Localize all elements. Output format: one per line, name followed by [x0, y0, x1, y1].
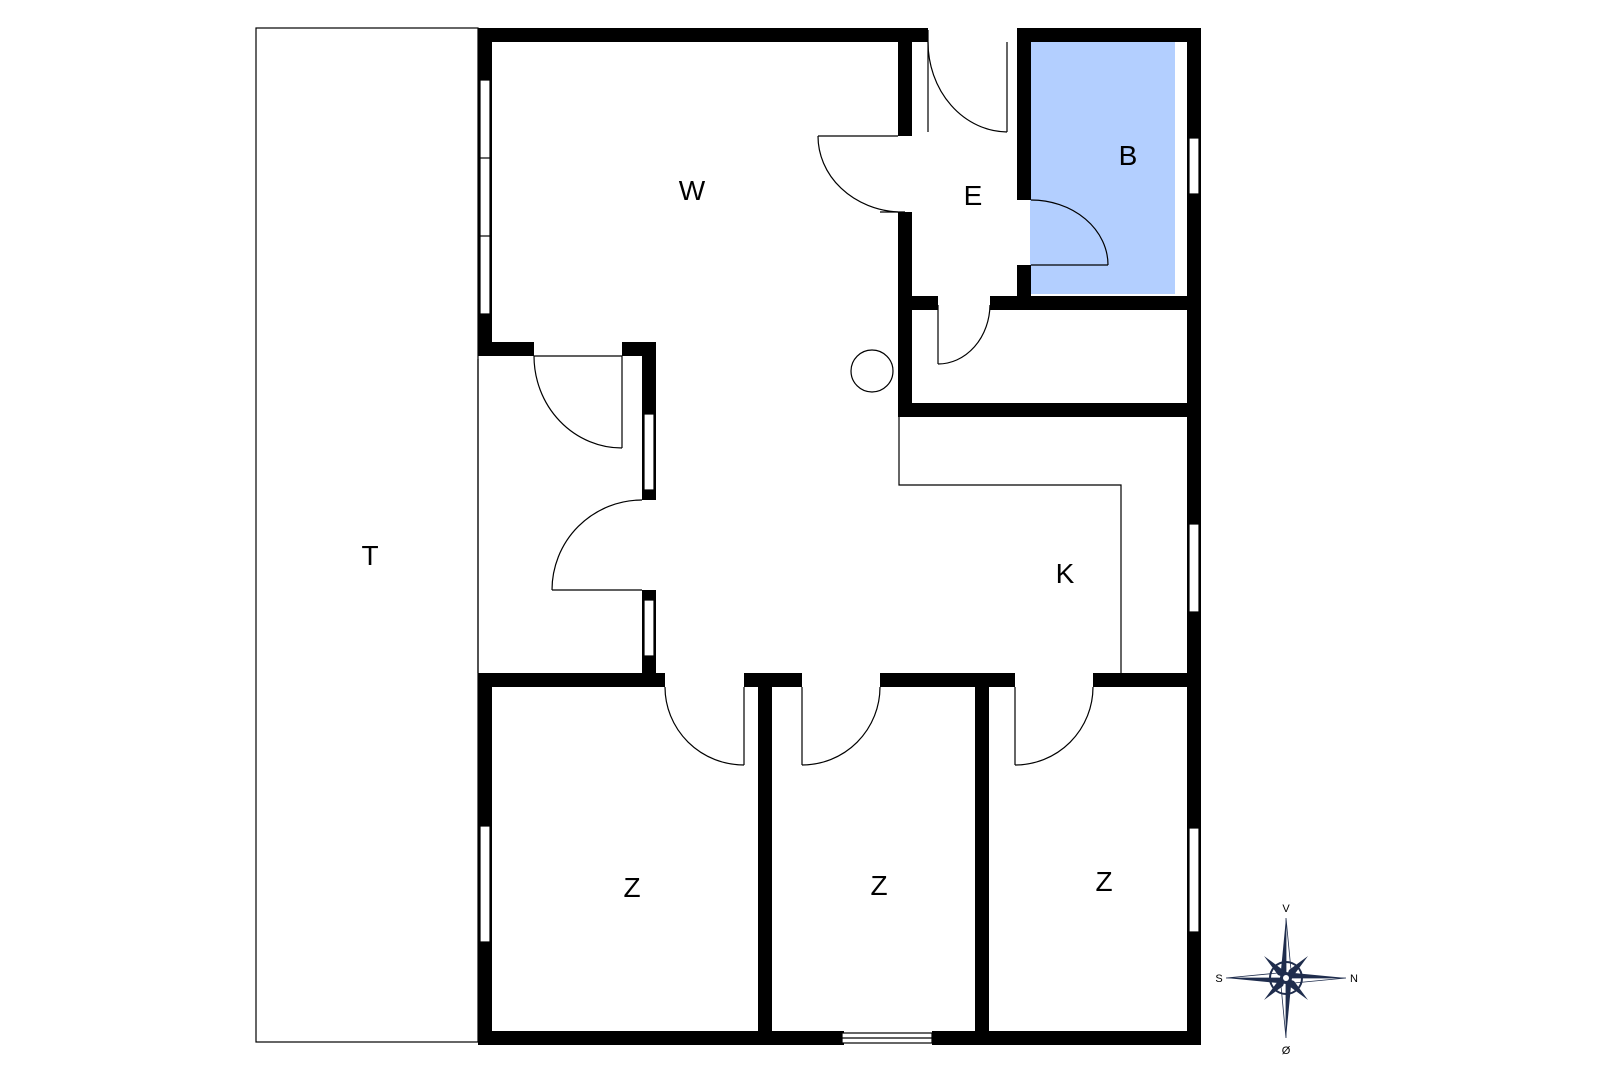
compass-west-label: V	[1282, 903, 1290, 915]
room-label-living: W	[679, 175, 706, 206]
compass-east-label: Ø	[1282, 1045, 1291, 1057]
bath-area	[1030, 40, 1175, 294]
room-label-kitchen: K	[1056, 558, 1075, 589]
compass-star-icon	[1225, 917, 1347, 1039]
room-label-bath: B	[1119, 140, 1138, 171]
doors	[533, 30, 1109, 766]
thin-lines	[477, 359, 1122, 673]
room-label-bedroom-3: Z	[1095, 866, 1112, 897]
room-label-bedroom-2: Z	[870, 870, 887, 901]
room-label-terrace: T	[361, 540, 378, 571]
compass-north-label: N	[1350, 973, 1358, 985]
compass-south-label: S	[1215, 973, 1222, 985]
room-label-bedroom-1: Z	[623, 872, 640, 903]
windows	[479, 79, 1200, 1044]
stove-icon	[850, 349, 894, 393]
terrace-outline	[255, 27, 479, 1043]
compass-rose: V Ø S N	[1215, 903, 1358, 1057]
room-label-entrance: E	[964, 180, 983, 211]
